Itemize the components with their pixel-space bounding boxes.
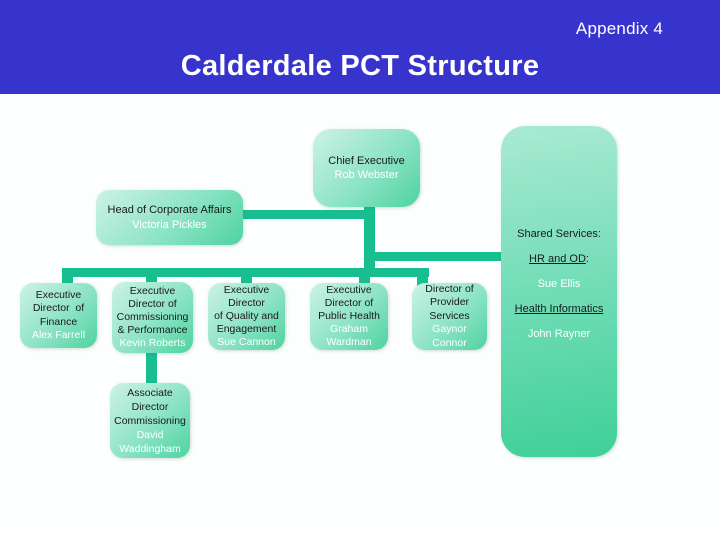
person-name: Alex Farrell [31,329,86,341]
person-name: David [136,428,164,441]
person-name: Connor [432,336,467,349]
role-line: Engagement [216,323,277,335]
role-line: Director of [324,297,374,309]
role-line: Executive [129,285,176,297]
connector-stub-commissioning [146,270,157,286]
role-line: Executive [35,288,82,301]
role-line: of Quality and [214,310,279,322]
shared-services-item: HR and OD: [529,253,589,265]
role-line: Services [429,309,470,322]
role-line: Director of [128,298,177,310]
title-banner: Appendix 4 Calderdale PCT Structure [0,0,720,94]
role-line: Commissioning [114,414,186,427]
connector-stub-quality [241,270,252,286]
role-line: Executive [223,284,270,296]
person-name: Rob Webster [334,169,399,181]
connector-stub-provider [417,268,428,286]
person-name: Victoria Pickles [132,218,207,231]
person-name: Kevin Roberts [119,337,186,349]
shared-services-item: Health Informatics [514,303,604,315]
role-line: Chief Executive [328,154,405,167]
role-line: & Performance [117,324,188,336]
role-line: Head of Corporate Affairs [107,204,232,216]
person-name: Wardman [326,336,372,348]
role-line: Associate [127,386,173,399]
shared-services-item: Sue Ellis [537,278,581,290]
connector-chief-trunk [364,205,375,277]
person-name: Waddingham [119,442,181,455]
page-title: Calderdale PCT Structure [180,50,540,82]
role-line: Public Health [318,310,380,322]
connector-stub-associate [146,348,157,386]
connector-shared-services [369,252,503,261]
role-line: Director [228,297,265,309]
role-line: Director of [32,302,85,314]
role-line: Finance [39,315,78,328]
person-name: Sue Cannon [217,336,276,348]
shared-services-heading: Shared Services: [517,228,601,240]
role-line: Director of [425,282,474,295]
person-name: Graham [330,323,368,335]
connector-stub-public-health [359,270,370,286]
shared-services-item: John Rayner [527,328,591,340]
role-line: Commissioning [116,311,189,323]
connector-stub-finance [62,268,73,286]
person-name: Gaynor [432,323,467,336]
connector-head-corporate [240,210,370,219]
appendix-label: Appendix 4 [575,19,663,38]
role-line: Provider [429,296,470,309]
role-line: Executive [326,284,372,296]
role-line: Director [131,400,169,413]
